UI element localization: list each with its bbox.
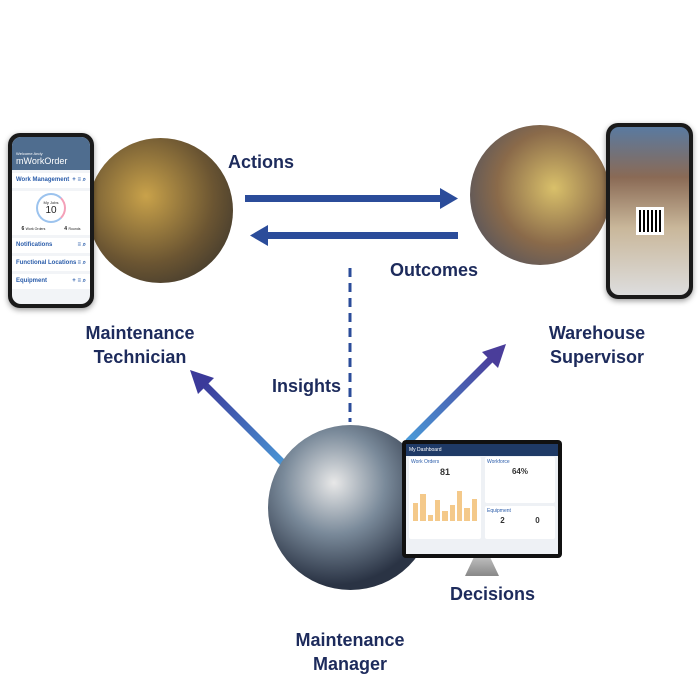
workforce-card: Workforce 64% xyxy=(485,457,555,503)
scanner-phone xyxy=(606,123,693,299)
outcomes-arrow xyxy=(250,225,458,246)
technician-photo xyxy=(88,138,233,283)
qr-code-icon xyxy=(635,207,664,235)
actions-label: Actions xyxy=(228,152,295,172)
my-jobs-label: My Jobs xyxy=(43,200,59,205)
work-orders-card: Work Orders 81 xyxy=(409,457,481,539)
monitor-stand xyxy=(465,558,499,576)
dashboard-title: My Dashboard xyxy=(406,444,558,456)
manager-to-supervisor-arrow xyxy=(405,344,506,445)
section-notifications[interactable]: Notifications≡ ⌕ xyxy=(12,238,90,253)
outcomes-label: Outcomes xyxy=(390,260,479,280)
actions-arrow xyxy=(245,188,458,209)
section-work-management[interactable]: Work Management+ ≡ ⌕ xyxy=(12,173,90,188)
app-title: mWorkOrder xyxy=(16,156,68,166)
manager-to-technician-arrow xyxy=(190,370,291,471)
my-jobs-value: 10 xyxy=(45,205,57,216)
rounds-count[interactable]: 4 Rounds xyxy=(64,226,81,232)
supervisor-photo xyxy=(470,125,610,265)
section-equipment[interactable]: Equipment+ ≡ ⌕ xyxy=(12,274,90,289)
section-functional-locations[interactable]: Functional Locations≡ ⌕ xyxy=(12,256,90,271)
dashboard-monitor: My Dashboard Work Orders 81 Workforce 64… xyxy=(402,440,562,558)
decisions-label: Decisions xyxy=(450,584,536,604)
greeting: Welcome Andy xyxy=(16,151,43,156)
insights-label: Insights xyxy=(272,376,342,396)
work-orders-count[interactable]: 6 Work Orders xyxy=(21,226,46,232)
